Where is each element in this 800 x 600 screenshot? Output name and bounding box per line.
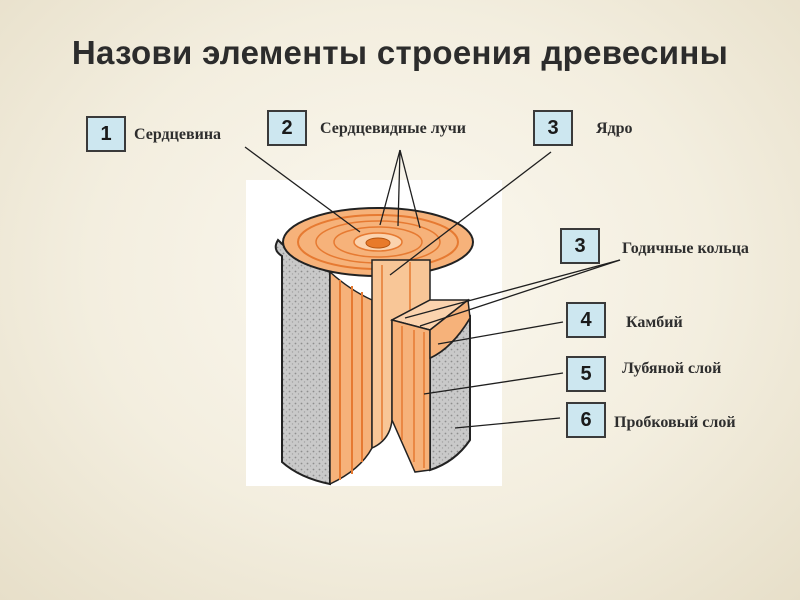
label-cork-layer: Пробковый слой [614,414,736,431]
label-cambium: Камбий [626,314,683,331]
label-annual-rings: Годичные кольца [622,240,749,257]
leader-lines [244,146,621,429]
number-box-2: 2 [267,110,307,146]
pith-core [365,237,391,249]
number-box-4: 4 [566,302,606,338]
label-core: Ядро [596,120,633,137]
label-medullary-rays: Сердцевидные лучи [320,120,466,137]
number-box-1: 1 [86,116,126,152]
slide-title: Назови элементы строения древесины [71,34,729,71]
label-pith: Сердцевина [134,126,222,143]
number-box-3-rings: 3 [560,228,600,264]
number-box-6: 6 [566,402,606,438]
label-bast-layer: Лубяной слой [622,360,722,377]
number-box-3-core: 3 [533,110,573,146]
number-box-5: 5 [566,356,606,392]
bark-left [274,238,331,486]
